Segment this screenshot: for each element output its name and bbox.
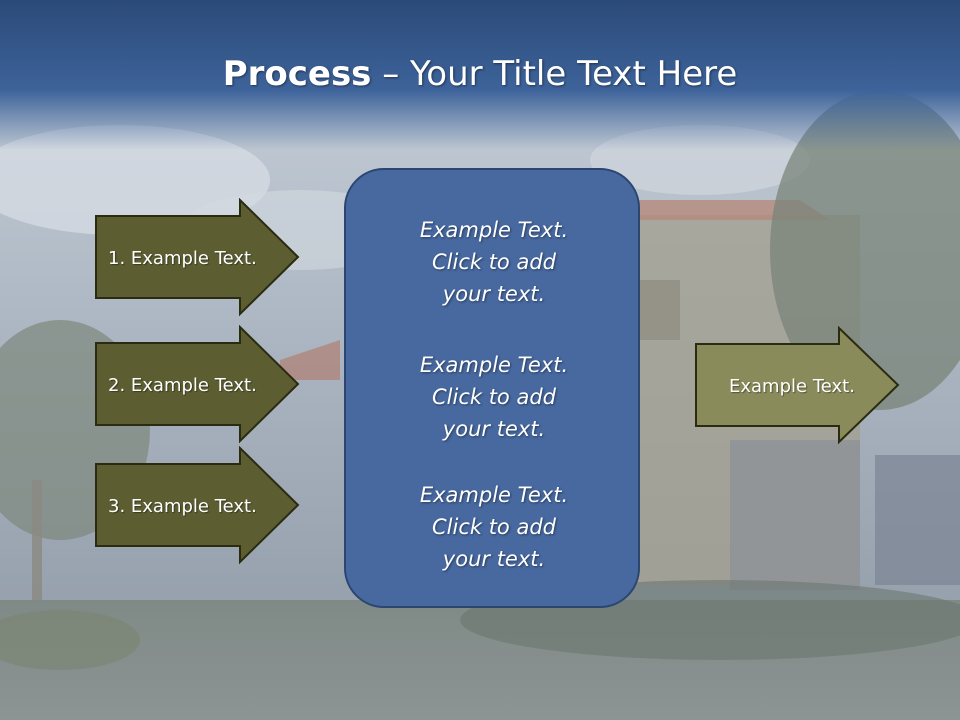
arrow-shape: [95, 198, 300, 317]
title-rest: – Your Title Text Here: [371, 54, 738, 94]
process-text-3[interactable]: Example Text. Click to add your text.: [419, 483, 569, 571]
arrow-shape: [95, 325, 300, 444]
input-arrow-3[interactable]: 3. Example Text.: [94, 446, 304, 566]
arrow-shape: [95, 446, 300, 565]
title-bar: [0, 0, 960, 150]
output-arrow-label: Example Text.: [729, 375, 855, 397]
title-bold: Process: [222, 54, 372, 94]
process-text-1[interactable]: Example Text. Click to add your text.: [419, 218, 569, 306]
input-arrow-label: 1. Example Text.: [108, 247, 257, 269]
input-arrow-1[interactable]: 1. Example Text.: [94, 198, 304, 318]
output-arrow[interactable]: Example Text.: [694, 326, 904, 446]
slide-title: Process – Your Title Text Here: [0, 52, 960, 96]
input-arrow-label: 2. Example Text.: [108, 374, 257, 396]
arrow-shape: [695, 326, 900, 445]
input-arrow-label: 3. Example Text.: [108, 495, 257, 517]
process-text-2[interactable]: Example Text. Click to add your text.: [419, 353, 569, 441]
input-arrow-2[interactable]: 2. Example Text.: [94, 325, 304, 445]
process-box[interactable]: Example Text. Click to add your text. Ex…: [344, 168, 640, 608]
